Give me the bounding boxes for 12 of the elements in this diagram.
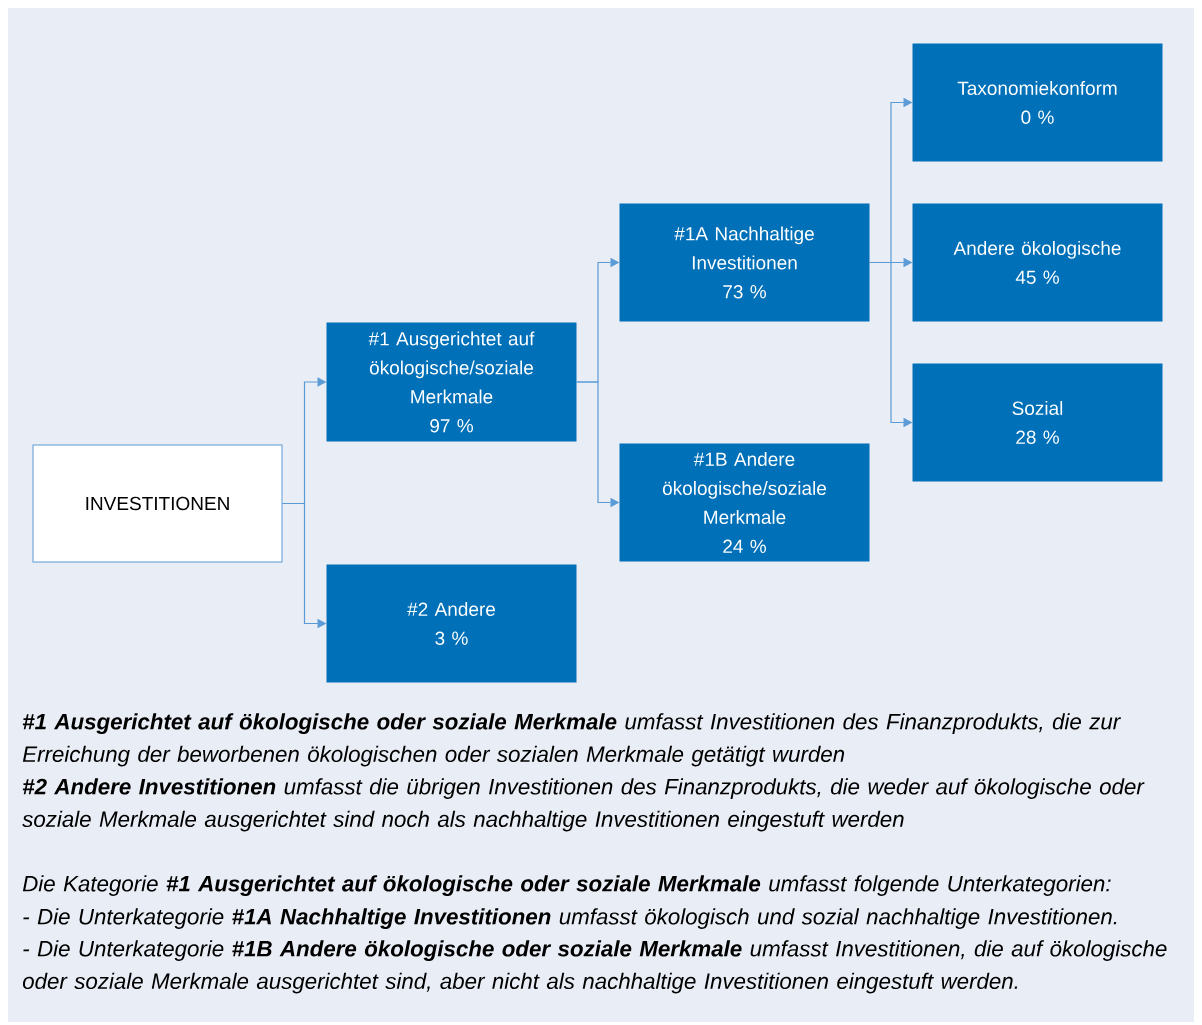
note-text: #2 Andere Investitionen umfasst die übrigen Investitionen des Finanzprodukts, die weder auf ökologische oder soziale Merkmale ausgerichtet sind noch als nachhaltige Investitionen eingestuft werden	[22, 778, 1145, 832]
category-box: #1B Andere ökologische/soziale Merkmale 24 %	[619, 443, 870, 562]
note-text: - Die Unterkategorie #1A Nachhaltige Investitionen umfasst ökologisch und sozial nachhaltige Investitionen.	[23, 908, 1117, 929]
category-box: Taxonomiekonform 0 %	[912, 43, 1163, 162]
category-box: INVESTITIONEN	[32, 444, 283, 563]
note-text: - Die Unterkategorie #1B Andere ökologische oder soziale Merkmale umfasst Investitionen, die auf ökologische oder soziale Merkmale ausgerichtet sind, aber nicht als nachhaltige Investitionen eingestuft werden.	[22, 940, 1167, 994]
category-box: #1 Ausgerichtet auf ökologische/soziale Merkmale 97 %	[326, 322, 577, 442]
category-box: #1A Nachhaltige Investitionen 73 %	[619, 203, 870, 322]
category-box: Sozial 28 %	[912, 363, 1163, 482]
category-box: Andere ökologische 45 %	[912, 203, 1163, 322]
category-box: #2 Andere 3 %	[326, 564, 577, 683]
note-text: Die Kategorie #1 Ausgerichtet auf ökologische oder soziale Merkmale umfasst folgende Unterkategorien:	[22, 875, 1111, 896]
